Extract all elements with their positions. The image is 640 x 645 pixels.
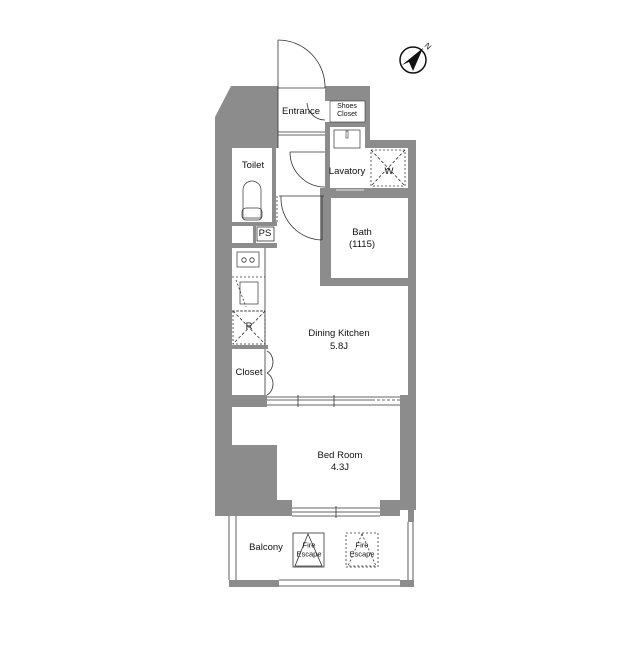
svg-text:N: N (423, 41, 434, 52)
label-closet: Closet (235, 367, 263, 378)
label-dining-kitchen-size: 5.8J (330, 341, 348, 352)
label-ps: PS (258, 228, 272, 239)
label-bed-room: Bed Room (317, 450, 363, 461)
label-lavatory: Lavatory (328, 166, 366, 177)
wall-bedroom-left (215, 404, 292, 516)
label-balcony: Balcony (249, 542, 283, 553)
label-fire-escape-1-line1: Fire (302, 540, 316, 550)
label-bath: Bath (352, 227, 372, 238)
fixtures (228, 39, 414, 587)
walls (215, 86, 416, 587)
label-shoes-closet-2: Closet (337, 111, 357, 118)
label-bed-room-size: 4.3J (331, 462, 349, 473)
label-bath-size: (1115) (348, 239, 376, 250)
label-entrance: Entrance (281, 106, 321, 117)
label-washer: W (384, 166, 394, 177)
label-shoes-closet-1: Shoes (337, 103, 357, 110)
label-refrigerator: R (245, 321, 253, 332)
label-fire-escape-2-line1: Fire (355, 540, 369, 550)
label-toilet: Toilet (241, 160, 265, 171)
label-fire-escape-2-line2: Escape (349, 549, 375, 559)
compass-icon: N (399, 41, 434, 74)
label-fire-escape-1-line2: Escape (296, 549, 322, 559)
label-dining-kitchen: Dining Kitchen (308, 328, 370, 339)
